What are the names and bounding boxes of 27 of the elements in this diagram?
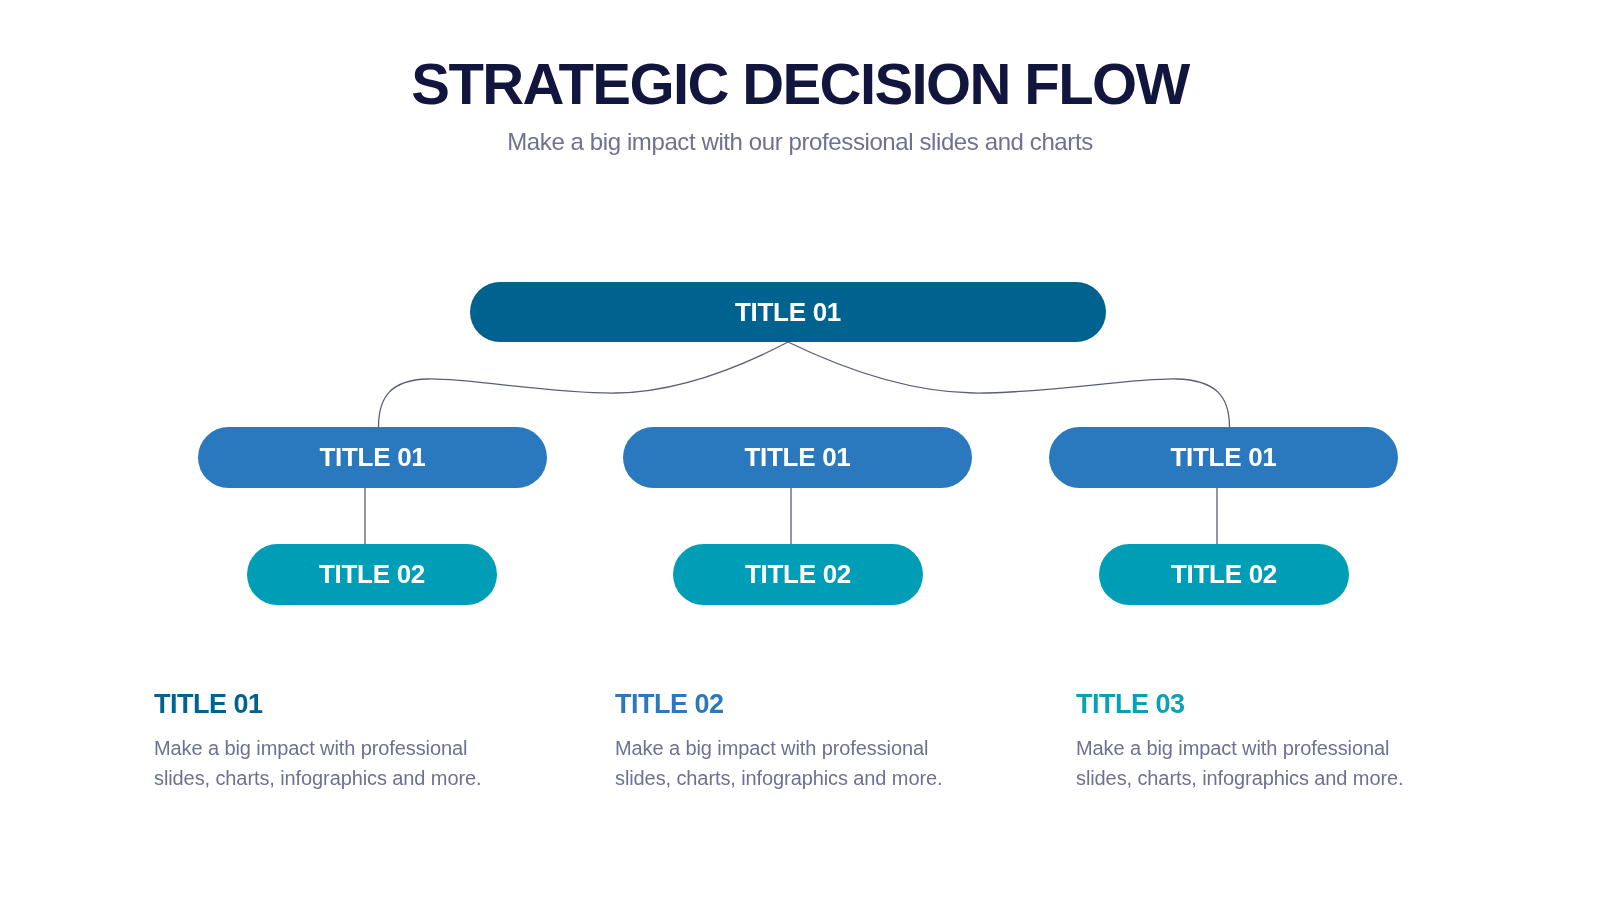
node-label: TITLE 02 [319, 559, 425, 590]
node-label: TITLE 02 [745, 559, 851, 590]
connector-line [1216, 487, 1218, 545]
node-label: TITLE 02 [1171, 559, 1277, 590]
connector-line [377, 341, 789, 428]
pill-node [470, 282, 1106, 342]
pill-node [623, 427, 972, 488]
column-heading: TITLE 01 [154, 688, 263, 720]
pill-node [247, 544, 497, 605]
connector-line [790, 487, 792, 545]
node-label: TITLE 01 [319, 442, 426, 473]
column-text: Make a big impact with professional slides, charts, infographics and more. [1076, 736, 1405, 791]
node-label: TITLE 01 [735, 296, 841, 328]
column-heading: TITLE 03 [1076, 688, 1185, 720]
pill-node [673, 544, 923, 605]
subtitle: Make a big impact with our professional slides and charts [507, 127, 1093, 157]
title: STRATEGIC DECISION FLOW [411, 51, 1189, 116]
column-text: Make a big impact with professional slides, charts, infographics and more. [154, 736, 483, 791]
pill-node [198, 427, 547, 488]
pill-node [1049, 427, 1398, 488]
node-label: TITLE 01 [744, 442, 851, 473]
pill-node [1099, 544, 1349, 605]
connector-line [787, 341, 1231, 428]
connector-line [364, 487, 366, 545]
column-heading: TITLE 02 [615, 688, 724, 720]
column-text: Make a big impact with professional slides, charts, infographics and more. [615, 736, 944, 791]
node-label: TITLE 01 [1170, 442, 1277, 473]
